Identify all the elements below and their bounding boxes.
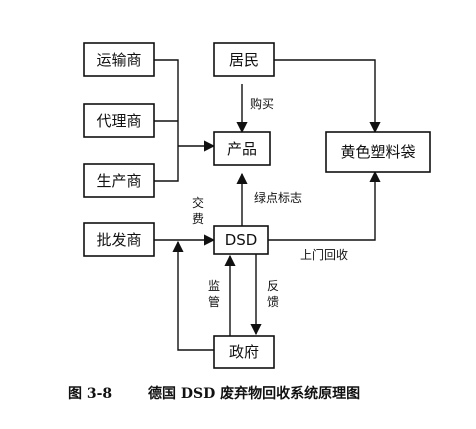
node-yellow-plastic-bag-label: 黄色塑料袋 (340, 143, 415, 161)
edge-government-to-fee-line (172, 240, 214, 351)
node-transporter: 运输商 (83, 42, 155, 77)
node-government-label: 政府 (229, 343, 259, 361)
node-residents-label: 居民 (229, 51, 259, 69)
edge-dsd-door-collection (268, 170, 381, 241)
node-producer-label: 生产商 (96, 172, 141, 190)
node-yellow-plastic-bag: 黄色塑料袋 (325, 131, 431, 173)
figure-number: 图 3-8 (68, 386, 112, 402)
node-agent: 代理商 (83, 103, 155, 138)
label-feedback-char2: 馈 (267, 295, 279, 309)
figure-title: 德国 DSD 废弃物回收系统原理图 (148, 385, 360, 402)
edge-residents-to-yellow-bag (274, 59, 381, 134)
node-agent-label: 代理商 (96, 112, 141, 130)
node-producer: 生产商 (83, 163, 155, 198)
node-wholesaler-label: 批发商 (96, 231, 141, 249)
edge-transporter-to-bus (154, 59, 179, 146)
label-purchase: 购买 (250, 96, 274, 111)
label-supervise-char2: 管 (208, 294, 220, 309)
label-door-collection: 上门回收 (300, 247, 348, 262)
node-dsd: DSD (213, 225, 269, 255)
node-transporter-label: 运输商 (96, 51, 141, 69)
node-residents: 居民 (213, 42, 275, 77)
label-fee-char2: 费 (192, 212, 204, 226)
node-product: 产品 (213, 131, 271, 166)
node-government: 政府 (213, 335, 275, 369)
node-product-label: 产品 (227, 140, 257, 158)
node-wholesaler: 批发商 (83, 222, 155, 257)
label-feedback-char1: 反 (267, 279, 279, 293)
label-green-mark: 绿点标志 (254, 190, 302, 205)
label-supervise-char1: 监 (208, 279, 220, 293)
label-fee-char1: 交 (192, 195, 204, 210)
edge-producer-to-bus (154, 146, 179, 182)
node-dsd-label: DSD (225, 231, 258, 249)
